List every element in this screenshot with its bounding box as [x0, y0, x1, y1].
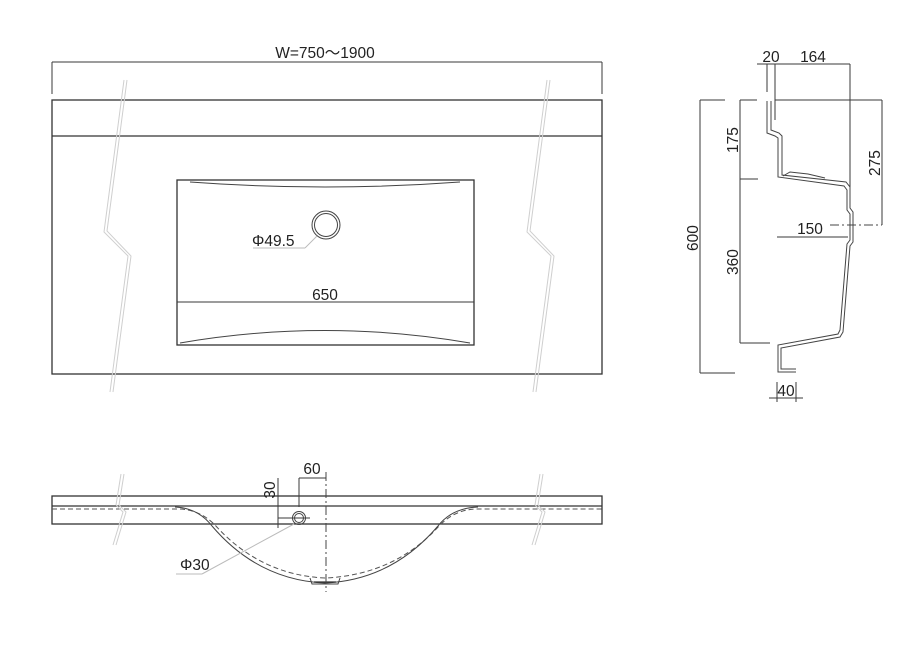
total-depth-label: 600 [685, 225, 702, 251]
height-dimensions: 175 360 [725, 99, 770, 344]
back-height-dimension: 275 [775, 99, 884, 226]
top-view: W=750〜1900 650 Φ49.5 [51, 45, 603, 393]
basin-bowl: 650 [176, 179, 475, 346]
overhang-depth-label: 164 [800, 49, 826, 66]
upper-height-label: 175 [725, 127, 742, 153]
drain-diameter-label: Φ49.5 [252, 233, 295, 250]
break-line-left [103, 79, 132, 393]
front-break-line-right [531, 473, 546, 546]
bowl-depth-label: 150 [797, 221, 823, 238]
wall-thickness-label: 20 [762, 49, 780, 66]
basin-profile [766, 101, 854, 373]
top-dimensions: 20 164 [757, 49, 851, 196]
bottom-flange-dimension: 40 [769, 382, 803, 402]
tap-height-label: 30 [262, 481, 279, 499]
bottom-flange-label: 40 [777, 383, 795, 400]
break-line-right [526, 79, 555, 393]
front-view: 60 30 Φ30 [51, 461, 603, 592]
tap-hole-diameter-label: Φ30 [180, 557, 210, 574]
basin-width-label: 650 [312, 287, 338, 304]
back-height-label: 275 [867, 150, 884, 176]
countertop-outline [51, 99, 603, 375]
lower-height-label: 360 [725, 249, 742, 275]
tap-hole: 60 30 Φ30 [176, 461, 326, 575]
total-depth-dimension: 600 [685, 99, 735, 374]
overall-width-dimension: W=750〜1900 [51, 45, 603, 94]
overall-width-label: W=750〜1900 [275, 45, 375, 62]
bowl-depth-dimension: 150 [777, 221, 848, 238]
tap-offset-label: 60 [303, 461, 321, 478]
front-break-line-left [112, 473, 127, 546]
drain-hole: Φ49.5 [252, 210, 341, 250]
countertop-front-outline [51, 495, 603, 525]
side-view: 20 164 600 175 360 275 [685, 49, 884, 402]
